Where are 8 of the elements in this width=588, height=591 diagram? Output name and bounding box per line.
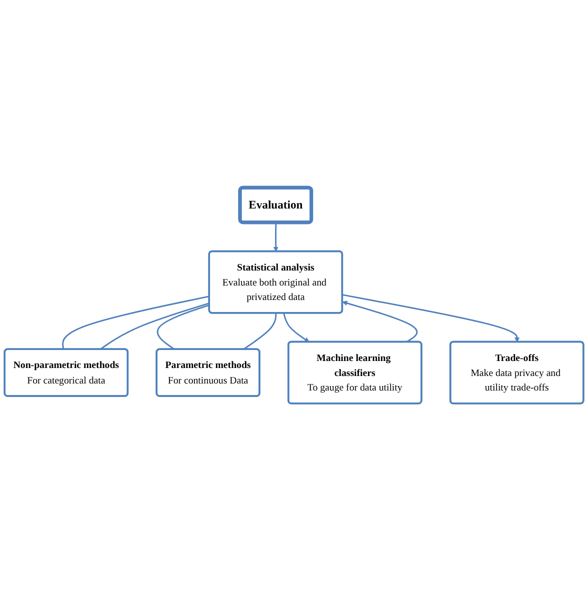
connector bbox=[100, 302, 210, 350]
connector bbox=[242, 313, 277, 350]
arrow bbox=[273, 222, 278, 252]
connector bbox=[62, 296, 210, 350]
arrow bbox=[342, 294, 520, 342]
arrow bbox=[283, 312, 310, 342]
connector bbox=[156, 304, 210, 350]
arrow bbox=[342, 300, 418, 343]
